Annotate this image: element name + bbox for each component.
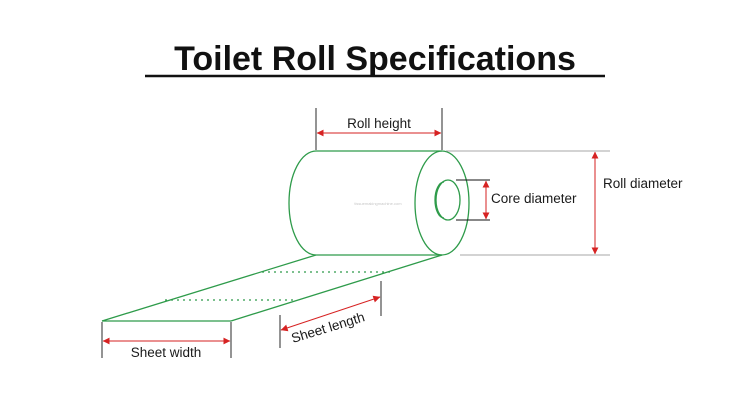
roll-core [435, 179, 461, 221]
sheet-width-dimension: Sheet width [101, 322, 232, 360]
roll-back-edge [288, 150, 317, 256]
sheet-width-label: Sheet width [131, 345, 202, 360]
roll-diameter-dimension: Roll diameter [446, 150, 683, 256]
sheet-edge-left [101, 254, 317, 322]
core-diameter-dimension: Core diameter [456, 179, 577, 221]
sheet-length-dimension: Sheet length [279, 281, 382, 348]
roll-height-label: Roll height [347, 116, 411, 131]
watermark-text: tissuemakingmachine.com [354, 201, 402, 206]
paper-sheet [101, 254, 443, 322]
roll-diameter-label: Roll diameter [603, 176, 683, 191]
core-inner-edge [434, 181, 445, 219]
roll-front-face [414, 150, 470, 256]
page-title: Toilet Roll Specifications [174, 40, 576, 78]
core-diameter-label: Core diameter [491, 191, 577, 206]
roll-height-dimension: Roll height [315, 108, 443, 150]
sheet-edge-right [230, 254, 443, 322]
